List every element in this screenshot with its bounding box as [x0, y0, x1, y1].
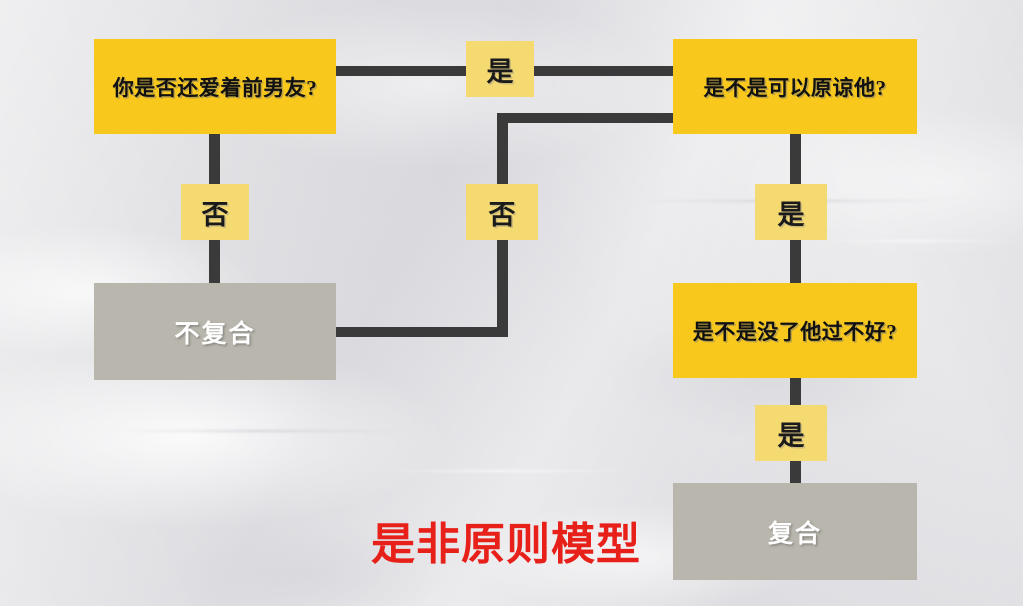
edge-label-q2-to-q3: 是 [755, 184, 827, 240]
result-node-reconcile-label: 复合 [767, 520, 822, 548]
edge-label-q2-to-q3-text: 是 [777, 199, 805, 230]
paper-crease [820, 240, 1020, 242]
edge-label-q1-to-q2: 是 [466, 41, 534, 97]
edge-label-q1-to-r1: 否 [181, 184, 249, 240]
edge-label-q2-to-r1-text: 否 [488, 199, 516, 230]
edge-label-q1-to-r1-text: 否 [201, 199, 229, 230]
decision-node-q1[interactable]: 你是否还爱着前男友? [94, 39, 336, 134]
edge-label-q2-to-r1: 否 [466, 184, 538, 240]
result-node-reconcile[interactable]: 复合 [673, 483, 917, 580]
paper-crease [380, 470, 640, 472]
connector-q2-to-r1-top [497, 113, 673, 123]
decision-node-q3[interactable]: 是不是没了他过不好? [673, 283, 917, 378]
decision-node-q2[interactable]: 是不是可以原谅他? [673, 39, 917, 134]
decision-node-q3-label: 是不是没了他过不好? [692, 319, 898, 344]
result-node-no-reconcile[interactable]: 不复合 [94, 283, 336, 380]
decision-node-q1-label: 你是否还爱着前男友? [112, 75, 318, 100]
edge-label-q3-to-r2: 是 [755, 405, 827, 461]
edge-label-q3-to-r2-text: 是 [777, 420, 805, 451]
decision-node-q2-label: 是不是可以原谅他? [703, 75, 887, 100]
paper-crease [120, 430, 400, 432]
edge-label-q1-to-q2-text: 是 [486, 56, 514, 87]
result-node-no-reconcile-label: 不复合 [174, 320, 256, 348]
diagram-title: 是非原则模型 [371, 520, 641, 569]
connector-q2-to-r1-bottom [336, 327, 508, 337]
